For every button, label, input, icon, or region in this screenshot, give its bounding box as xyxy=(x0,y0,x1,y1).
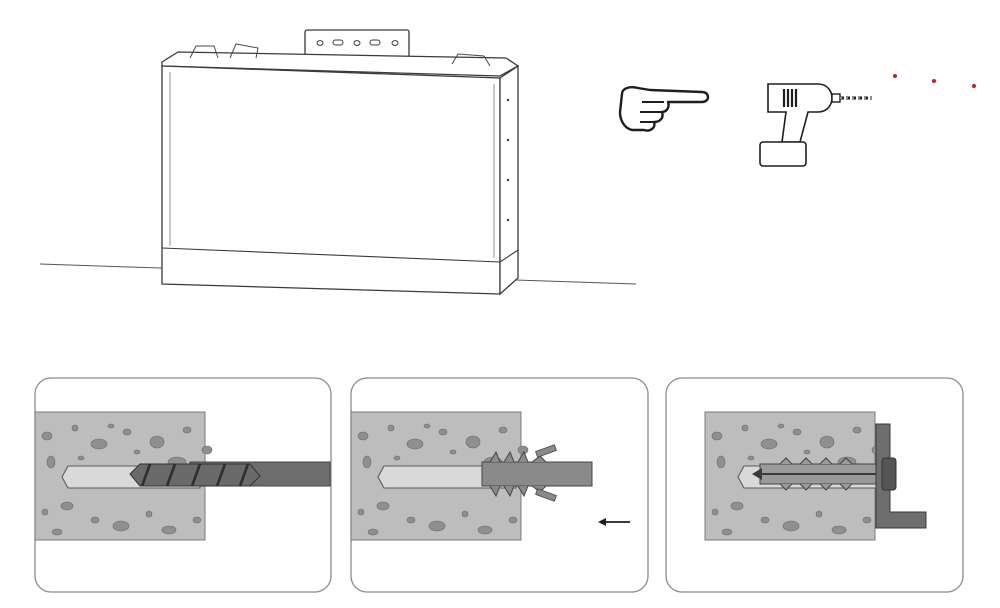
drill-dust xyxy=(893,74,976,88)
pointing-hand-icon xyxy=(618,86,710,132)
screw-head xyxy=(881,457,897,491)
battery-unit xyxy=(161,29,520,296)
step-panel-1 xyxy=(34,377,332,593)
l-bracket xyxy=(875,423,927,529)
wall-anchor xyxy=(481,444,593,502)
arrow-left-icon xyxy=(598,518,630,526)
left-handle xyxy=(189,43,259,59)
drill-bit xyxy=(129,461,331,487)
cordless-drill-icon xyxy=(759,83,872,167)
expanded-anchor xyxy=(752,457,877,491)
step-panel-2 xyxy=(350,377,649,593)
right-handle xyxy=(451,53,491,67)
step-panel-3 xyxy=(665,377,964,593)
